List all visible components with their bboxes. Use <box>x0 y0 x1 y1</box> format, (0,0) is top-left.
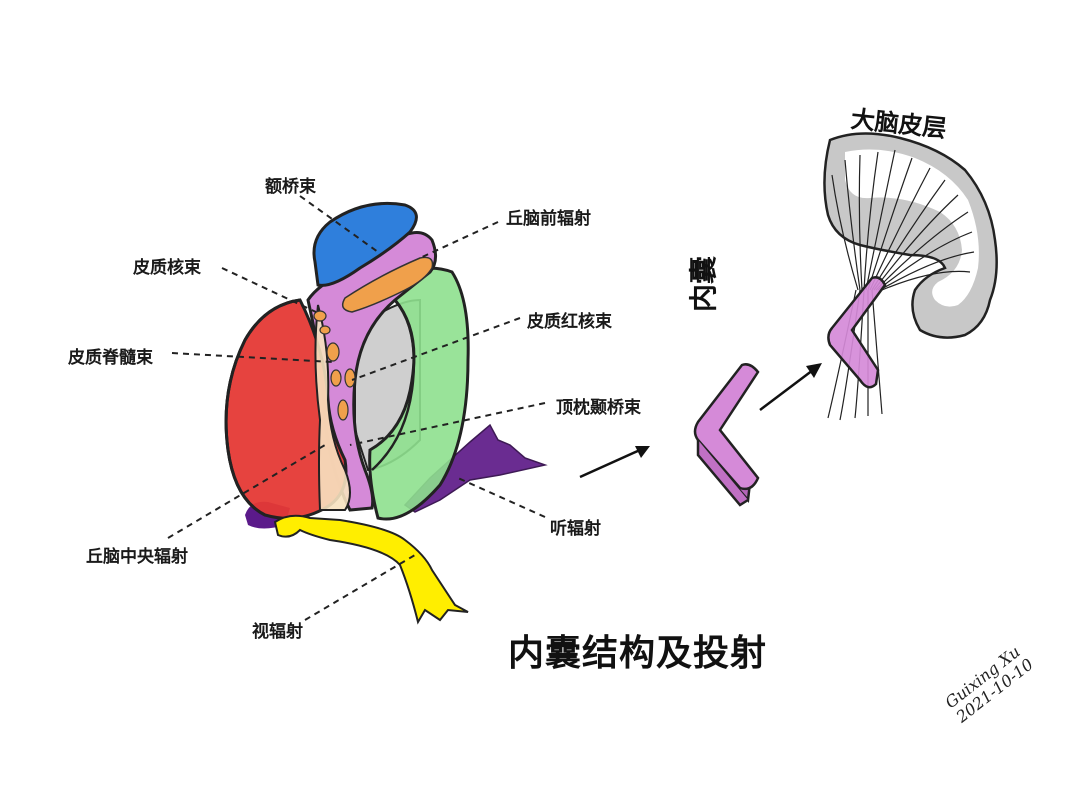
leader-pop <box>349 402 546 446</box>
capsule-3d-edge <box>696 440 749 507</box>
leader-corticonuclear <box>221 267 317 313</box>
cortex-capsule-segment <box>827 276 887 389</box>
capsule-anatomy <box>224 201 548 625</box>
fiber-dot <box>344 368 356 388</box>
globus-pallidus <box>314 304 351 511</box>
arrow-to-cortex-head <box>806 363 822 378</box>
leader-central-thalamic <box>167 444 326 539</box>
label-corticonuclear: 皮质核束 <box>133 258 201 278</box>
arrow-to-cortex <box>759 369 814 411</box>
thalamus-inner-arc <box>371 299 416 471</box>
arrow-to-capsule-head <box>635 446 650 458</box>
fiber-dot <box>319 325 331 335</box>
arrows <box>579 363 822 479</box>
fiber-dot <box>313 310 327 322</box>
arrow-to-capsule <box>579 448 641 479</box>
fiber-dot <box>326 342 340 362</box>
optic-radiation-shape <box>273 514 469 625</box>
leader-anterior-thalamic <box>419 221 499 259</box>
label-corticospinal: 皮质脊髓束 <box>68 348 153 368</box>
leader-corticorubral <box>351 317 521 381</box>
label-optic-radiation: 视辐射 <box>252 622 303 642</box>
label-pop: 顶枕颞桥束 <box>556 398 641 418</box>
cortex-white-matter <box>845 149 979 307</box>
cortex-illustration <box>823 132 998 421</box>
leader-corticospinal <box>171 352 334 363</box>
diagram-title: 内囊结构及投射 <box>508 633 768 674</box>
capsule-3d <box>693 363 760 507</box>
label-auditory-radiation: 听辐射 <box>550 519 601 539</box>
label-corticorubral: 皮质红核束 <box>527 312 612 332</box>
fiber-dot <box>337 399 349 421</box>
fiber-dot <box>330 369 342 387</box>
leader-auditory <box>457 477 546 518</box>
label-anterior-thalamic-radiation: 丘脑前辐射 <box>506 209 591 229</box>
auditory-radiation-shape <box>403 423 548 513</box>
label-internal-capsule: 内囊 <box>687 255 720 312</box>
leader-lines <box>167 195 546 621</box>
label-central-thalamic-radiation: 丘脑中央辐射 <box>86 547 188 567</box>
capsule-3d-top <box>693 363 760 491</box>
leader-frontopontine <box>299 195 379 253</box>
label-frontopontine: 额桥束 <box>265 177 316 197</box>
anterior-limb-fibers <box>341 256 434 313</box>
lentiform-outline <box>224 298 301 517</box>
